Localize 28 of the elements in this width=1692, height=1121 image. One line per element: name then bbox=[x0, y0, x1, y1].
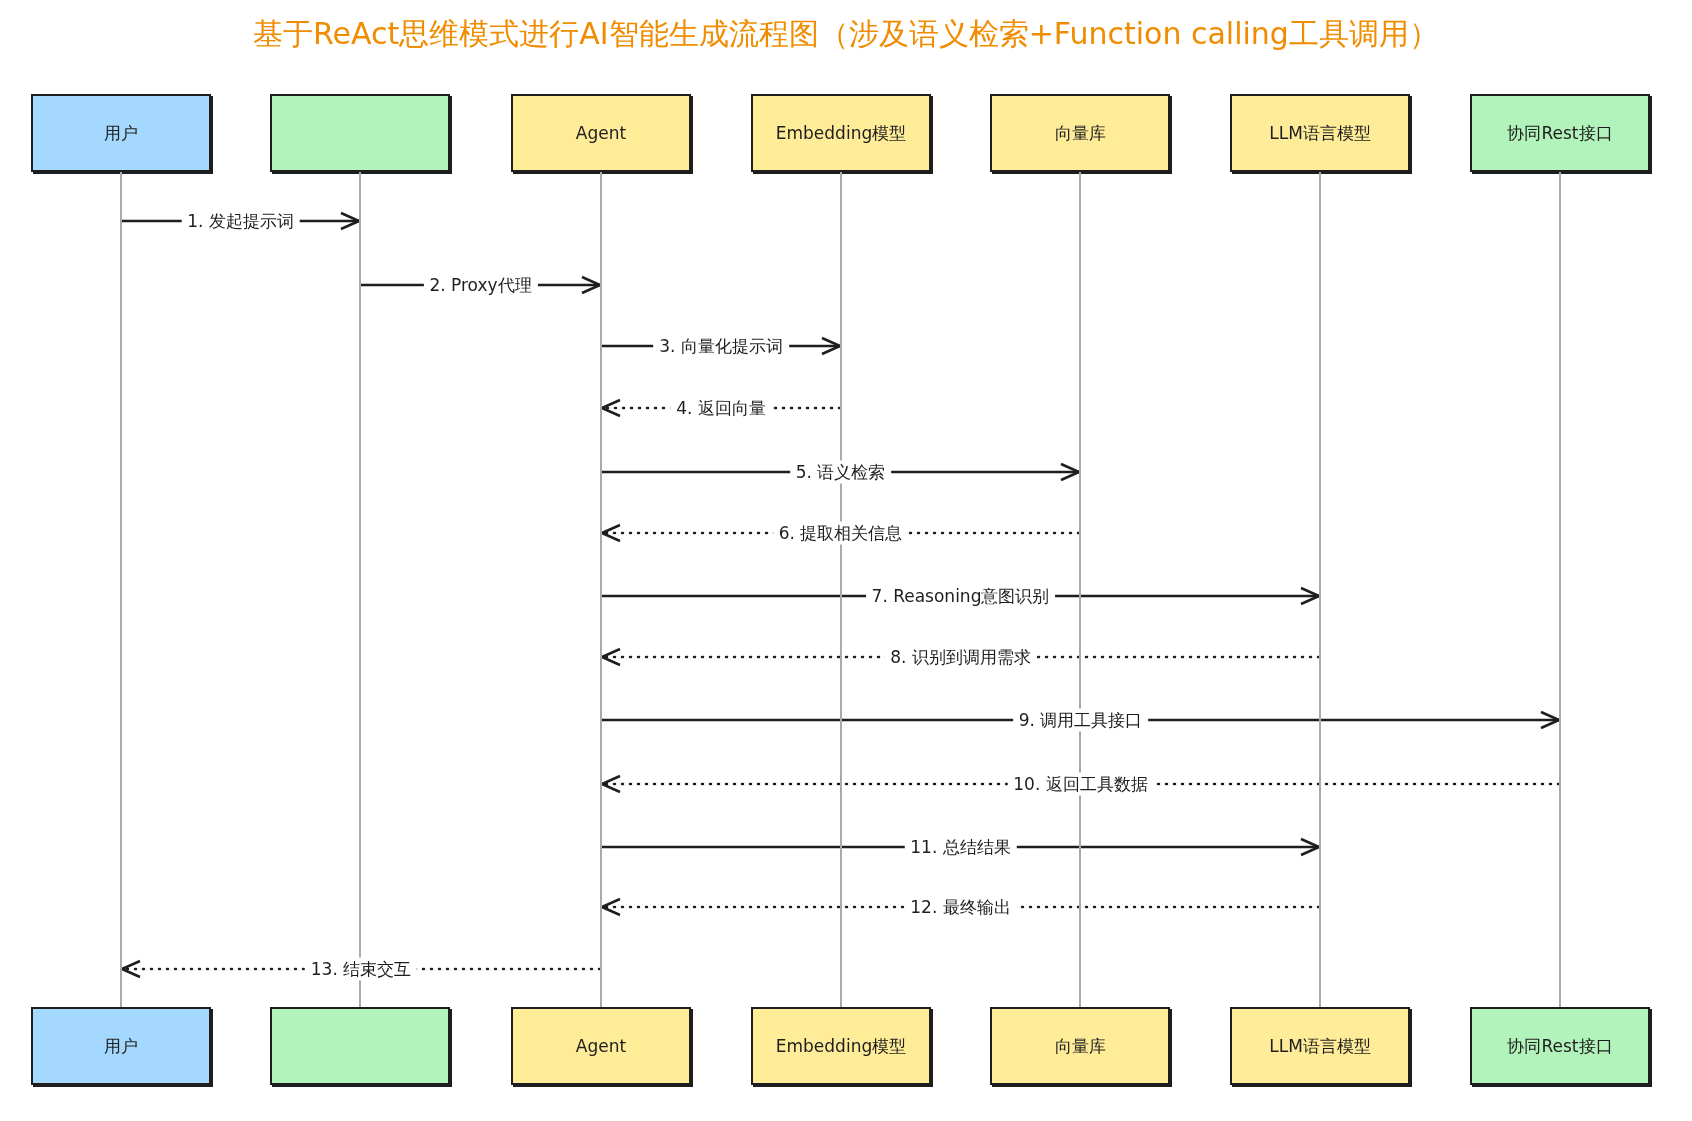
participant-box: 协同Rest接口 bbox=[1470, 94, 1650, 172]
lifeline bbox=[840, 172, 842, 1007]
edge-label: 13. 结束交互 bbox=[304, 957, 418, 981]
participant-box bbox=[270, 1007, 450, 1085]
participant-box: LLM语言模型 bbox=[1230, 94, 1410, 172]
participant-box: LLM语言模型 bbox=[1230, 1007, 1410, 1085]
lifeline bbox=[600, 172, 602, 1007]
participant-box: 协同Rest接口 bbox=[1470, 1007, 1650, 1085]
participant-box: 向量库 bbox=[990, 1007, 1170, 1085]
participant-box: 向量库 bbox=[990, 94, 1170, 172]
participant-box: Embedding模型 bbox=[751, 1007, 931, 1085]
participant-box: Agent bbox=[511, 94, 691, 172]
participant-box: 用户 bbox=[31, 1007, 211, 1085]
edge-label: 7. Reasoning意图识别 bbox=[865, 584, 1056, 608]
participant-box: 用户 bbox=[31, 94, 211, 172]
lifeline bbox=[1559, 172, 1561, 1007]
participant-box: Embedding模型 bbox=[751, 94, 931, 172]
lifeline bbox=[120, 172, 122, 1007]
edge-label: 5. 语义检索 bbox=[789, 460, 892, 484]
participant-box: Agent bbox=[511, 1007, 691, 1085]
lifeline bbox=[1319, 172, 1321, 1007]
lifeline bbox=[359, 172, 361, 1007]
title: 基于ReAct思维模式进行AI智能生成流程图（涉及语义检索+Function calling工具调用） bbox=[252, 15, 1440, 53]
edge-label: 4. 返回向量 bbox=[670, 396, 772, 420]
participant-box bbox=[270, 94, 450, 172]
edge-label: 9. 调用工具接口 bbox=[1012, 708, 1149, 732]
edge-label: 10. 返回工具数据 bbox=[1007, 772, 1154, 796]
lifeline bbox=[1079, 172, 1081, 1007]
